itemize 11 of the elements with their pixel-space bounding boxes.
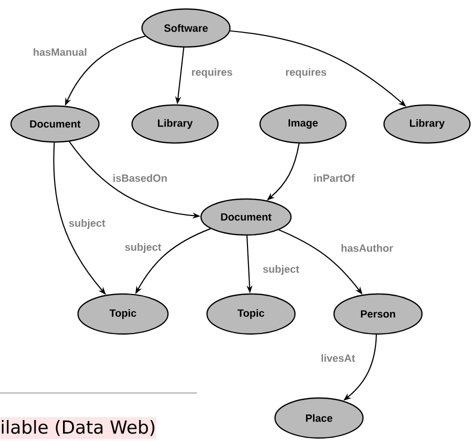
highlighted-text: ilable (Data Web) (0, 417, 156, 439)
edge-label: hasManual (32, 47, 88, 57)
edge-label: subject (262, 264, 300, 276)
edge-label: inPartOf (312, 173, 356, 183)
edge-label: hasAuthor (340, 243, 394, 253)
edge-label: subject (68, 218, 106, 230)
edge-label: livesAt (320, 353, 356, 363)
edge-label: requires (190, 67, 234, 79)
edge-label: requires (284, 67, 328, 79)
edge-label: isBasedOn (112, 173, 168, 183)
edge-label: subject (124, 242, 162, 254)
